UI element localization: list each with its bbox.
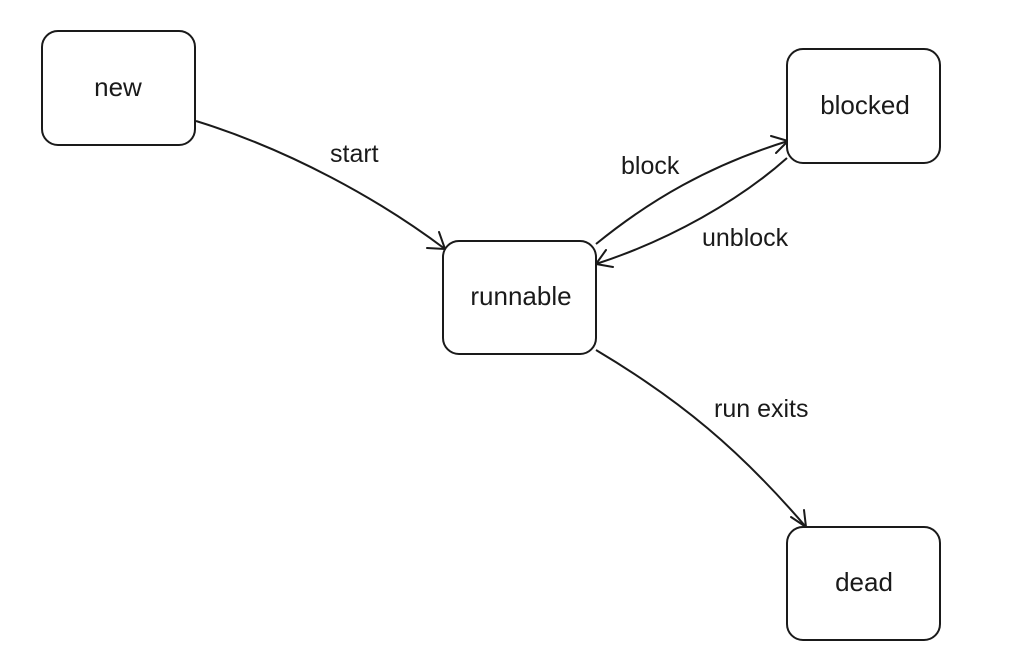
transition-unblock-arrow [595, 157, 788, 265]
state-new-box [41, 30, 196, 146]
transition-start-label: start [330, 140, 379, 168]
state-dead-label: dead [835, 567, 893, 597]
state-dead-box [786, 526, 941, 641]
state-blocked: blocked [786, 48, 941, 164]
state-new: new [41, 30, 196, 146]
state-runnable-box [442, 240, 597, 355]
state-blocked-label: blocked [820, 90, 910, 120]
state-dead: dead [786, 526, 941, 641]
state-blocked-box [786, 48, 941, 164]
state-new-label: new [94, 72, 142, 102]
transition-run-exits-label: run exits [714, 395, 808, 423]
state-runnable: runnable [442, 240, 597, 355]
transition-block-label: block [621, 152, 680, 180]
transition-block-arrow [595, 140, 789, 245]
transition-run-exits-arrow [595, 349, 807, 528]
transition-start-arrow [195, 120, 446, 250]
transition-unblock-label: unblock [702, 224, 789, 252]
state-runnable-label: runnable [470, 281, 571, 311]
